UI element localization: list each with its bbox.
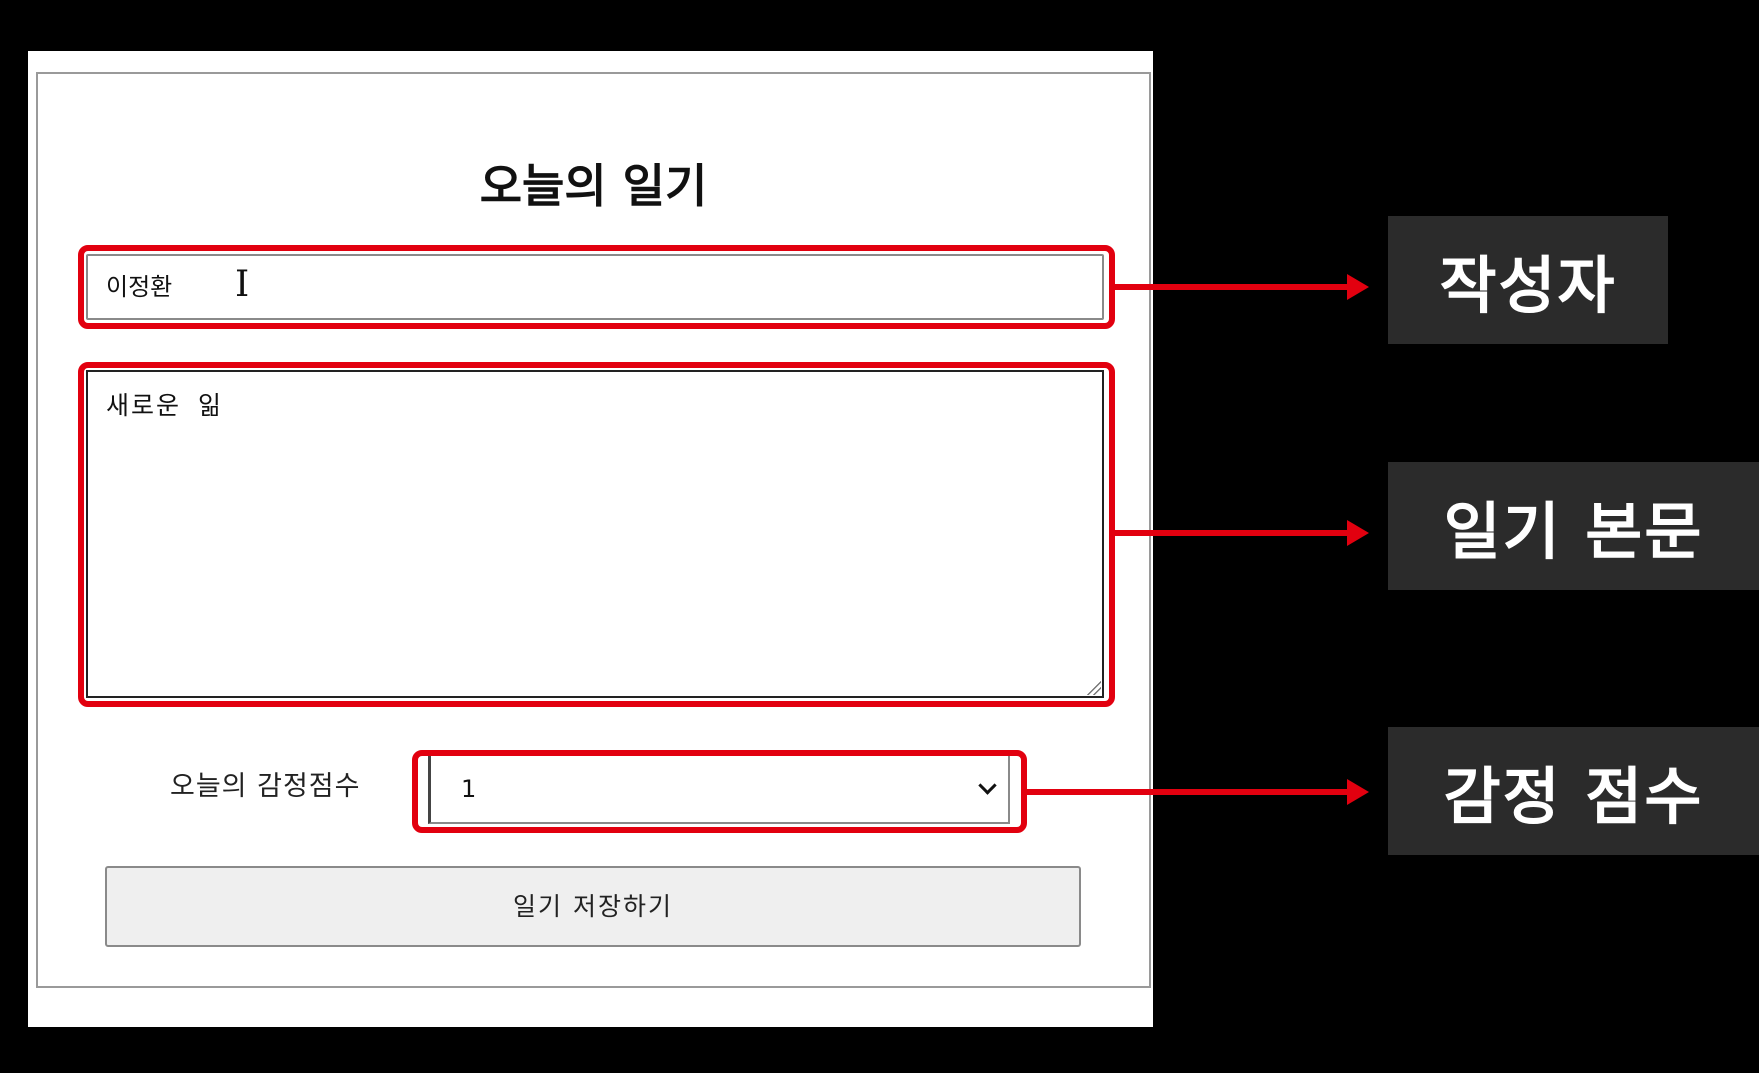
content-textarea[interactable]: 새로운 읾 (86, 370, 1104, 698)
page-title: 오늘의 일기 (479, 159, 708, 213)
emotion-arrow (1027, 779, 1369, 805)
emotion-label: 오늘의 감정점수 (170, 771, 361, 802)
content-callout: 일기 본문 (1388, 462, 1759, 590)
emotion-select-value: 1 (461, 775, 477, 803)
author-input[interactable]: 이정환 (86, 254, 1104, 320)
save-button[interactable]: 일기 저장하기 (105, 866, 1081, 947)
emotion-select[interactable]: 1 (428, 754, 1010, 824)
author-arrow (1115, 274, 1369, 300)
author-highlight-box (78, 245, 1115, 329)
content-arrow (1115, 520, 1369, 546)
resize-grip-icon[interactable] (1085, 679, 1101, 695)
emotion-highlight-box (412, 750, 1027, 833)
emotion-callout: 감정 점수 (1388, 727, 1759, 855)
text-cursor-icon: I (235, 264, 250, 305)
content-highlight-box (78, 362, 1115, 707)
author-callout: 작성자 (1388, 216, 1668, 344)
